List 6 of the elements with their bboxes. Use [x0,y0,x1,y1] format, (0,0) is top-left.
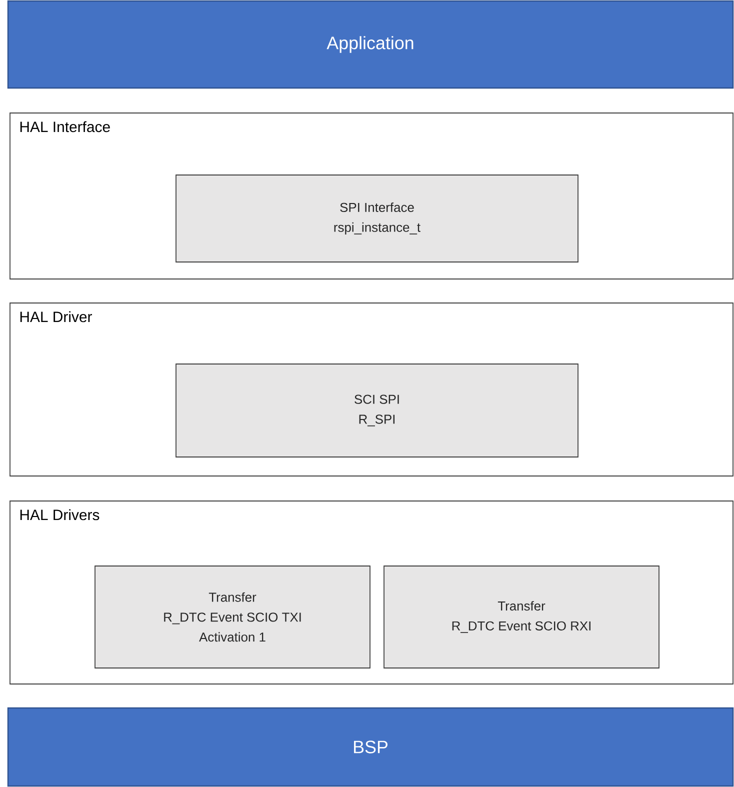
module-box: Transfer R_DTC Event SCIO RXI [384,566,660,668]
module-box: SCI SPI R_SPI [176,364,578,458]
module-box: SPI Interface rspi_instance_t [176,174,578,262]
layer-band: Application [7,0,734,89]
layer-band: BSP [7,707,734,787]
module-box: Transfer R_DTC Event SCIO TXI Activation 1 [94,566,370,668]
